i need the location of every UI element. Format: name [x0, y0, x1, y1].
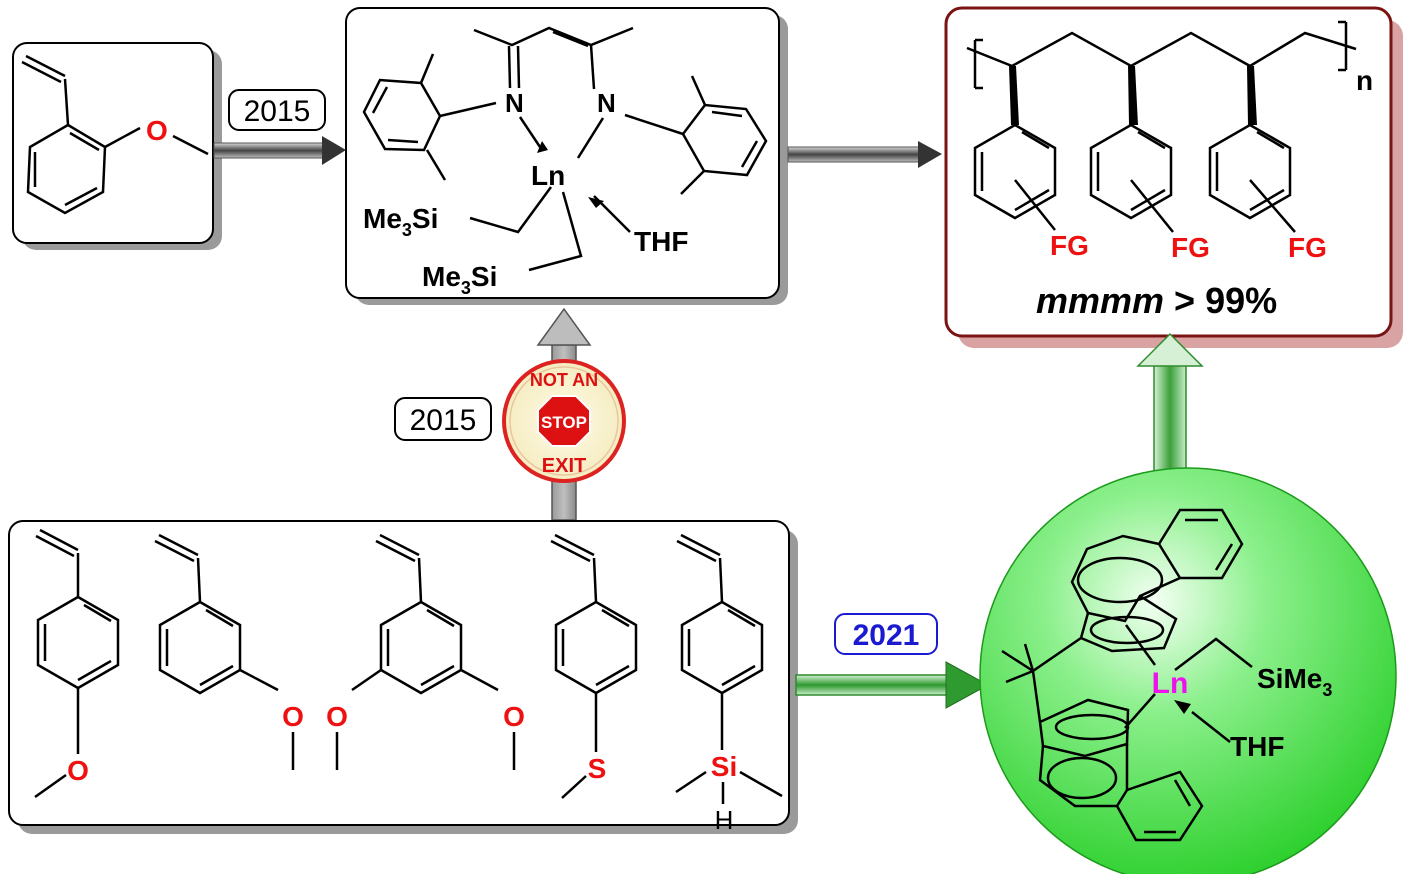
sphere-catalyst: Ln SiMe3 THF [979, 467, 1397, 874]
vinyl-anisole-structure [21, 54, 209, 215]
exit-text: EXIT [542, 455, 586, 477]
amine-nitrogen-label: N [597, 88, 616, 118]
arrow-monomers-to-sphere [795, 661, 990, 709]
fg-label-1: FG [1050, 230, 1089, 261]
not-an-exit-sign: STOP NOT AN EXIT [502, 359, 626, 483]
imine-nitrogen-label: N [505, 88, 524, 118]
nacnac-ligand-structure [362, 26, 768, 272]
sphere-metal-label: Ln [1152, 667, 1189, 700]
thf-label: THF [634, 226, 688, 257]
year-badge-top: 2015 [228, 89, 326, 131]
oxygen-label: O [146, 115, 168, 146]
monomer-structures [34, 528, 783, 804]
top-monomer-box: O [12, 42, 222, 250]
arrow-sphere-to-polymer [1136, 332, 1204, 486]
alkyl-ligand-1: Me3Si [363, 203, 438, 240]
tacticity-text: mmmm > 99% [1036, 280, 1277, 321]
alkyl-ligand-2: Me3Si [422, 261, 497, 298]
sphere-thf-label: THF [1230, 731, 1284, 762]
arrow-monomer-to-catalyst [213, 136, 346, 165]
catalyst-box: N N Ln Me3Si Me3Si THF [345, 7, 788, 305]
year-badge-middle: 2015 [394, 397, 492, 441]
year-badge-bottom: 2021 [834, 613, 938, 655]
svg-text:2021: 2021 [853, 619, 920, 652]
oxygen-label-1: O [67, 755, 89, 786]
fg-label-2: FG [1171, 232, 1210, 263]
oxygen-label-4: O [503, 701, 525, 732]
silicon-label: Si [711, 751, 737, 782]
arrow-catalyst-to-polymer [787, 141, 942, 168]
polymer-box: n FG FG FG mmmm > 99% [944, 6, 1403, 348]
repeat-unit-n: n [1356, 65, 1373, 96]
svg-text:2015: 2015 [410, 404, 477, 437]
fg-label-3: FG [1288, 232, 1327, 263]
stop-text: STOP [541, 413, 587, 432]
monomers-box: O O O O S Si H [8, 520, 798, 835]
sphere-alkyl-label: SiMe3 [1257, 663, 1332, 700]
fluorenyl-structure [1001, 508, 1253, 842]
svg-text:2015: 2015 [244, 95, 311, 128]
not-an-text: NOT AN [530, 370, 598, 390]
hydrogen-label: H [715, 805, 734, 835]
oxygen-label-3: O [326, 701, 348, 732]
polymer-structure [966, 20, 1357, 233]
oxygen-label-2: O [282, 701, 304, 732]
sulfur-label: S [588, 753, 607, 784]
metal-label: Ln [531, 160, 565, 191]
